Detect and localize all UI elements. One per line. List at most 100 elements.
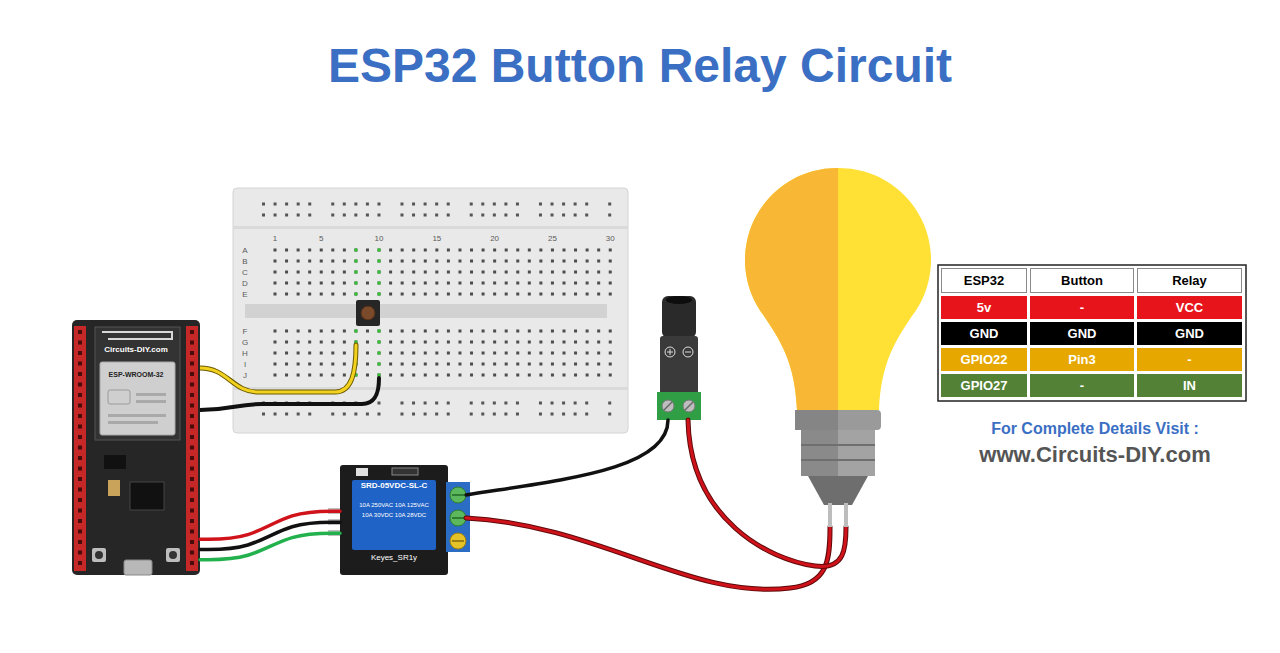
relay-module-art (328, 465, 470, 575)
bulb-screw-shade (801, 430, 838, 476)
green-jumper-wire (200, 533, 340, 560)
table-cell: - (1030, 296, 1134, 319)
push-button-body (356, 300, 380, 326)
plus-mark (665, 347, 675, 357)
minus-mark (685, 352, 691, 353)
esp32-board-art (72, 320, 200, 575)
hole-row (274, 374, 613, 377)
hole-row (274, 363, 613, 366)
terminal-screw (450, 487, 466, 503)
bulb-screw (801, 430, 875, 476)
diagram-title: ESP32 Button Relay Circuit (0, 36, 1280, 96)
yellow-jumper-wire (200, 345, 356, 392)
screw-thread (801, 444, 875, 446)
screw-slot (452, 540, 464, 542)
pin-header (74, 326, 86, 571)
yellow-jumper-wire (200, 345, 356, 392)
table-cell: GND (1137, 322, 1242, 345)
table-cell: Relay (1137, 268, 1242, 293)
terminal-screw (450, 533, 466, 549)
diode (392, 468, 418, 475)
table-cell: GND (1030, 322, 1134, 345)
relay-marking: Keyes_SR1y (371, 553, 417, 563)
table-cell: - (1137, 348, 1242, 371)
smd-part (356, 468, 368, 476)
bulb-glass (745, 168, 931, 410)
breadboard-column-number: 15 (427, 233, 447, 244)
boot-button (166, 548, 180, 562)
dc-jack (657, 296, 701, 420)
plus-mark (670, 349, 671, 355)
connected-column (378, 330, 381, 379)
bulb-lead (828, 503, 832, 527)
jack-screw (662, 400, 674, 412)
table-cell: GPIO27 (941, 374, 1027, 397)
hole-row (274, 282, 613, 285)
table-cell: VCC (1137, 296, 1242, 319)
board-pcb (72, 320, 200, 575)
breadboard-row-letter: A (238, 245, 252, 255)
black-power-wire (466, 420, 668, 495)
bulb-glass-shade (745, 168, 838, 410)
shield-marking (136, 400, 166, 403)
hole-row (274, 352, 613, 355)
en-button-cap (95, 551, 103, 559)
breadboard-row-letter: H (238, 348, 252, 358)
pin-holes (78, 330, 82, 568)
usb-chip (130, 482, 164, 510)
board-marking: ESP-WROOM-32 (109, 370, 164, 379)
bulb-collar-shade (795, 410, 838, 430)
table-cell: Button (1030, 268, 1134, 293)
black-jumper-wire (200, 378, 379, 410)
hole-row (274, 293, 613, 296)
table-cell: 5v (941, 296, 1027, 319)
connected-column (354, 249, 357, 298)
relay-module: SRD-05VDC-SL-C 10A 250VAC 10A 125VAC 10A 3… (340, 465, 448, 575)
micro-usb (124, 560, 152, 575)
bulb-collar (795, 410, 881, 430)
screw-slot (685, 402, 693, 410)
screw-slot (452, 517, 464, 519)
relay-marking: SRD-05VDC-SL-C (361, 481, 428, 491)
minus-mark (683, 347, 693, 357)
capacitor (108, 480, 120, 496)
relay-pcb (340, 465, 448, 575)
light-bulb (745, 168, 931, 527)
en-button (92, 548, 106, 562)
breadboard-row-letter: C (238, 267, 252, 277)
relay-body (352, 480, 436, 550)
table-cell: GND (941, 322, 1027, 345)
table-cell: ESP32 (941, 268, 1027, 293)
website-address: www.Circuits-DIY.com (940, 440, 1250, 470)
shield-marking (108, 421, 158, 424)
bulb-tip (808, 476, 868, 505)
rail-hole-row (262, 413, 614, 416)
breadboard-row-letter: G (238, 337, 252, 347)
antenna-trace (102, 332, 172, 339)
jack-terminal (657, 392, 701, 420)
table-cell: Pin3 (1030, 348, 1134, 371)
relay-marking: 10A 30VDC 10A 28VDC (362, 511, 426, 519)
connected-holes (356, 249, 379, 379)
breadboard-row-letter: J (238, 370, 252, 380)
table-cell: IN (1137, 374, 1242, 397)
esp32-board: Circuits-DIY.comESP-WROOM-32 (72, 320, 200, 575)
table-frame (938, 265, 1246, 401)
breadboard-column-number: 20 (485, 233, 505, 244)
table-cell: - (1030, 374, 1134, 397)
jack-body (660, 336, 698, 394)
board-marking: Circuits-DIY.com (104, 345, 168, 355)
hole-row (274, 271, 613, 274)
bulb-lead (844, 503, 848, 527)
breadboard-row-letter: I (238, 359, 252, 369)
hole-row (274, 249, 613, 252)
website-note: For Complete Details Visit : (940, 418, 1250, 440)
breadboard-channel (245, 304, 607, 318)
regulator-chip (104, 455, 126, 469)
relay-marking: 10A 250VAC 10A 125VAC (359, 501, 429, 509)
breadboard-column-number: 1 (265, 233, 285, 244)
breadboard (233, 188, 628, 433)
shield-marking (108, 390, 130, 404)
shield-marking (108, 414, 166, 417)
